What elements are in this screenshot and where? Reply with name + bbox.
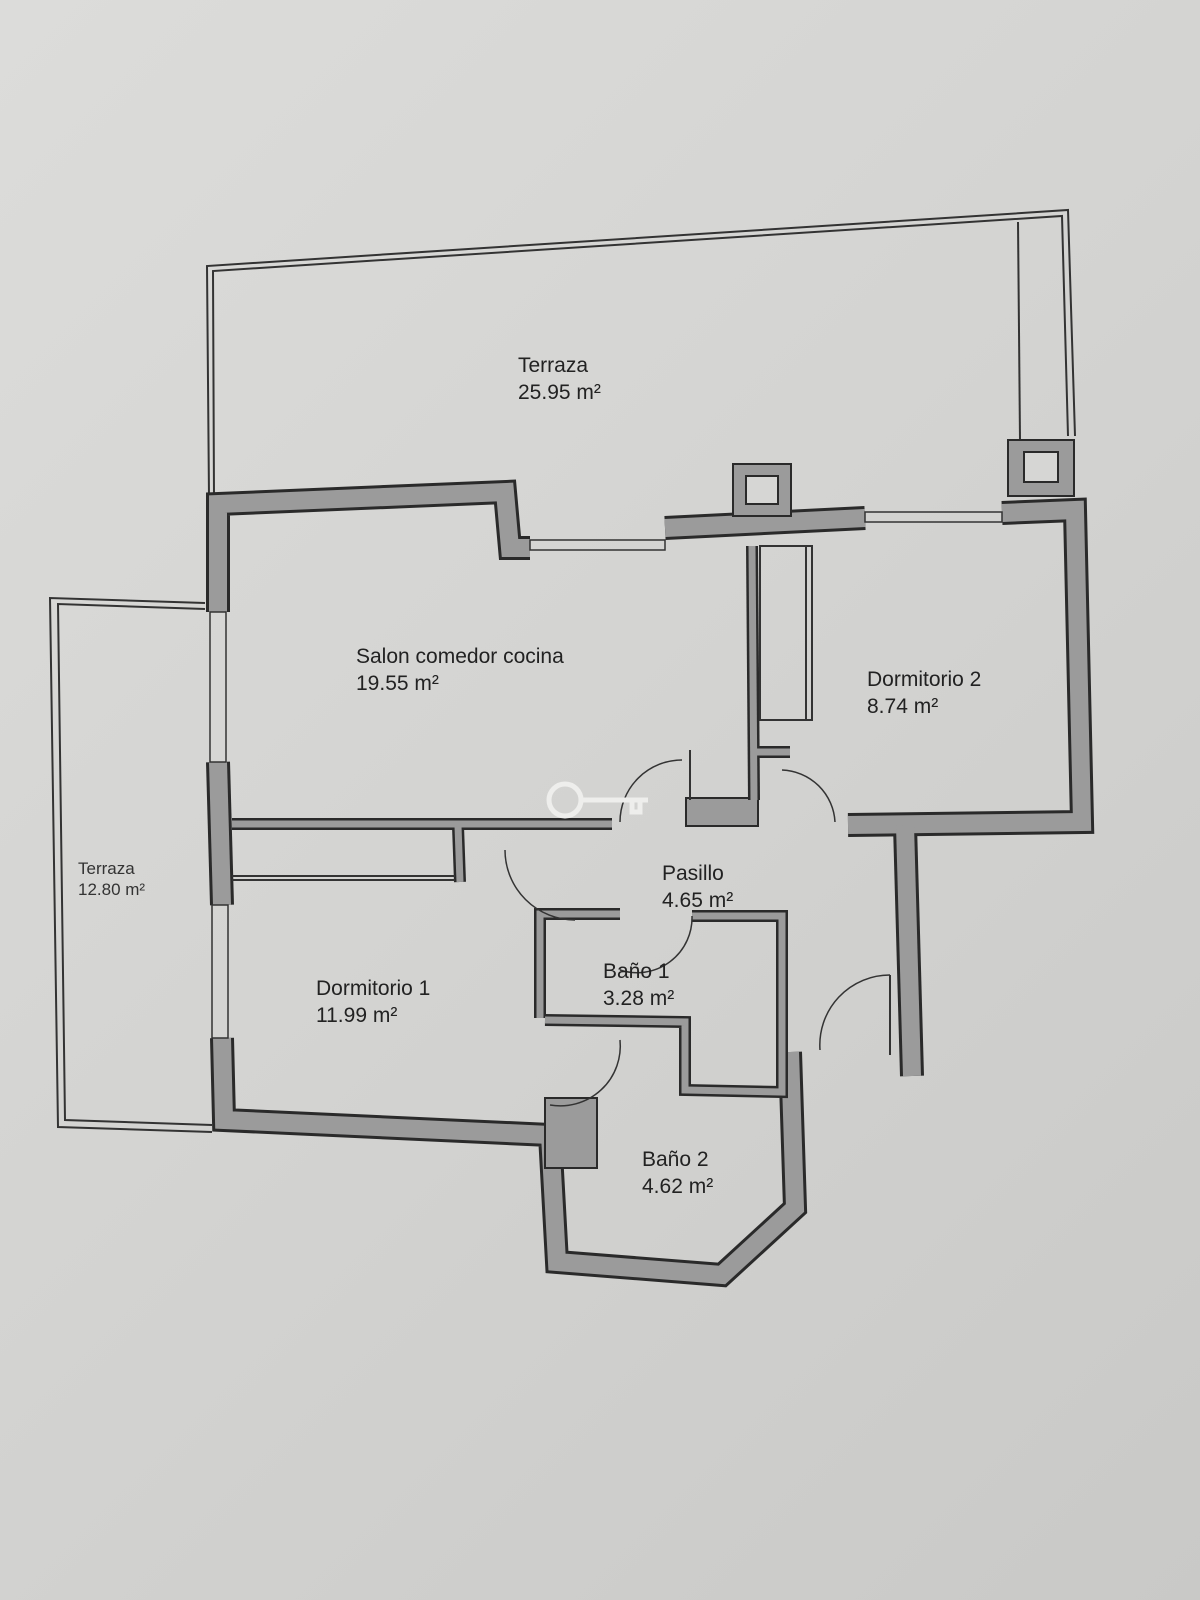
windows [209,511,1003,1039]
exterior-walls [206,479,1095,1288]
interior-walls [232,545,891,1099]
door-swings [504,759,891,1107]
columns [544,439,1075,1169]
key-watermark-icon [546,781,648,819]
terrace-railings [48,208,1076,1133]
